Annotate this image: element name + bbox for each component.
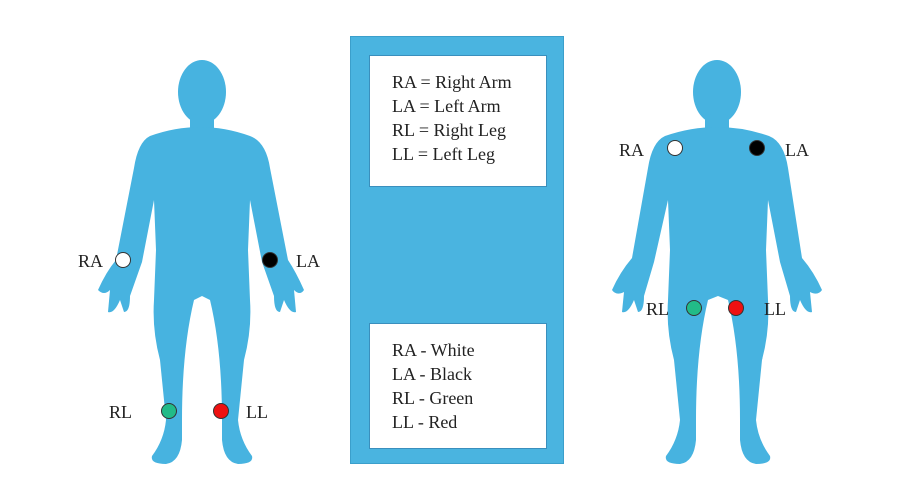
- electrode-la-limb: [262, 252, 278, 268]
- label-ra-limb: RA: [78, 251, 104, 271]
- legend-line: LA - Black: [392, 364, 472, 384]
- electrode-rl-torso: [686, 300, 702, 316]
- electrode-ll-limb: [213, 403, 229, 419]
- human-silhouette-limb: [98, 60, 304, 464]
- legend-line: RA - White: [392, 340, 475, 360]
- legend-line: LL - Red: [392, 412, 458, 432]
- legend-line: RA = Right Arm: [392, 72, 512, 92]
- label-la-torso: LA: [785, 140, 809, 160]
- label-rl-torso: RL: [646, 299, 670, 319]
- legend-line: LL = Left Leg: [392, 144, 495, 164]
- body-figure-limb: RA LA RL LL: [0, 0, 340, 500]
- label-ll-limb: LL: [246, 402, 268, 422]
- legend-abbreviations-card: RA = Right Arm LA = Left Arm RL = Right …: [369, 55, 547, 187]
- electrode-la-torso: [749, 140, 765, 156]
- human-silhouette-torso: [612, 60, 822, 464]
- legend-colors-card: RA - White LA - Black RL - Green LL - Re…: [369, 323, 547, 449]
- legend-line: RL - Green: [392, 388, 474, 408]
- label-ll-torso: LL: [764, 299, 786, 319]
- electrode-ra-limb: [115, 252, 131, 268]
- legend-line: RL = Right Leg: [392, 120, 506, 140]
- label-rl-limb: RL: [109, 402, 133, 422]
- electrode-rl-limb: [161, 403, 177, 419]
- electrode-ll-torso: [728, 300, 744, 316]
- electrode-ra-torso: [667, 140, 683, 156]
- legend-panel: RA = Right Arm LA = Left Arm RL = Right …: [350, 36, 564, 464]
- legend-line: LA = Left Arm: [392, 96, 501, 116]
- body-figure-torso: RA LA RL LL: [570, 0, 900, 500]
- label-ra-torso: RA: [619, 140, 645, 160]
- label-la-limb: LA: [296, 251, 320, 271]
